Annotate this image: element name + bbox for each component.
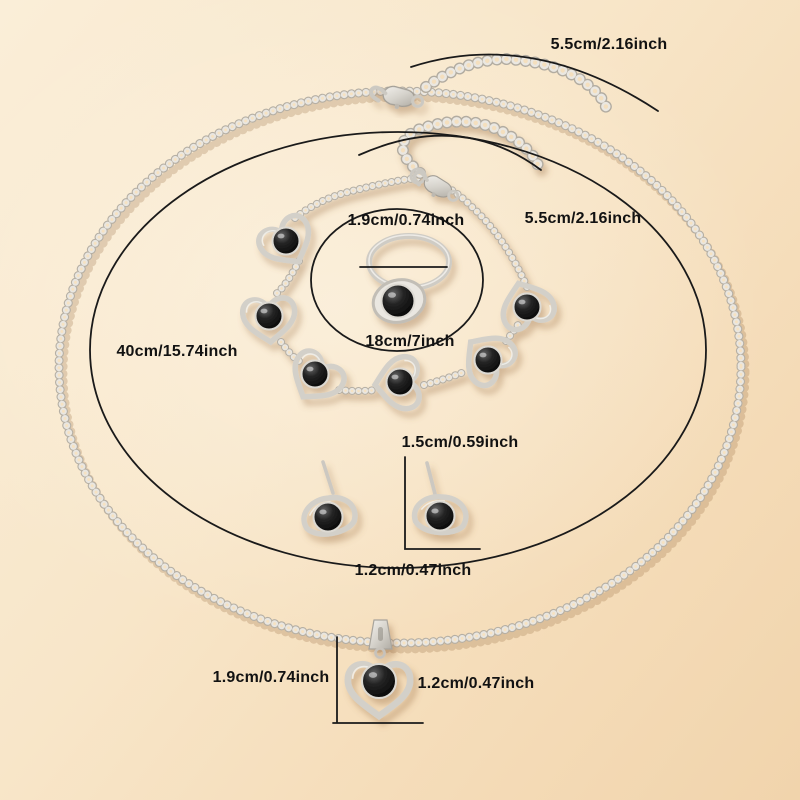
earring-post xyxy=(425,461,437,496)
bracelet-heart-link xyxy=(254,211,321,274)
earring-left xyxy=(301,460,358,538)
measurement-label-necklace-length: 40cm/15.74inch xyxy=(116,343,238,360)
bracelet-extender-chain xyxy=(396,115,545,179)
earring-post xyxy=(321,460,335,495)
measurement-label-pendant-height: 1.9cm/0.74inch xyxy=(212,669,330,686)
necklace xyxy=(54,52,750,654)
measurement-label-bracelet-extender: 5.5cm/2.16inch xyxy=(524,210,642,227)
bracelet-chain xyxy=(272,174,531,395)
measurement-label-necklace-extender: 5.5cm/2.16inch xyxy=(550,36,668,53)
bracelet-heart-link xyxy=(281,346,348,411)
bracelet-heart-link xyxy=(453,323,520,390)
measurement-label-earring-height: 1.5cm/0.59inch xyxy=(401,434,519,451)
measurement-label-ring-gem: 1.9cm/0.74inch xyxy=(347,212,465,229)
earring-gem xyxy=(312,501,344,533)
earring-gem xyxy=(424,500,456,532)
measurement-label-bracelet-length: 18cm/7inch xyxy=(365,333,455,350)
necklace-extender-chain xyxy=(420,52,612,113)
bracelet-heart-link xyxy=(494,275,558,333)
earring-right xyxy=(413,461,467,534)
measurement-ellipse-ring-bracelet xyxy=(310,208,484,352)
ring xyxy=(366,233,452,324)
measurement-ellipse-necklace xyxy=(89,131,707,569)
bracelet xyxy=(242,115,558,412)
measurement-label-earring-width: 1.2cm/0.47inch xyxy=(354,562,472,579)
measurement-label-pendant-width: 1.2cm/0.47inch xyxy=(417,675,535,692)
pendant xyxy=(348,619,410,716)
bracelet-heart-link xyxy=(242,297,297,344)
ring-gem xyxy=(380,283,416,319)
pendant-gem xyxy=(361,663,397,699)
bracelet-heart-link xyxy=(373,356,420,411)
measurement-bracket-earring xyxy=(404,456,481,550)
measurement-annotations xyxy=(89,53,707,724)
measurement-bracket-pendant xyxy=(332,636,424,724)
measurement-arc-necklace-extender xyxy=(410,53,659,112)
